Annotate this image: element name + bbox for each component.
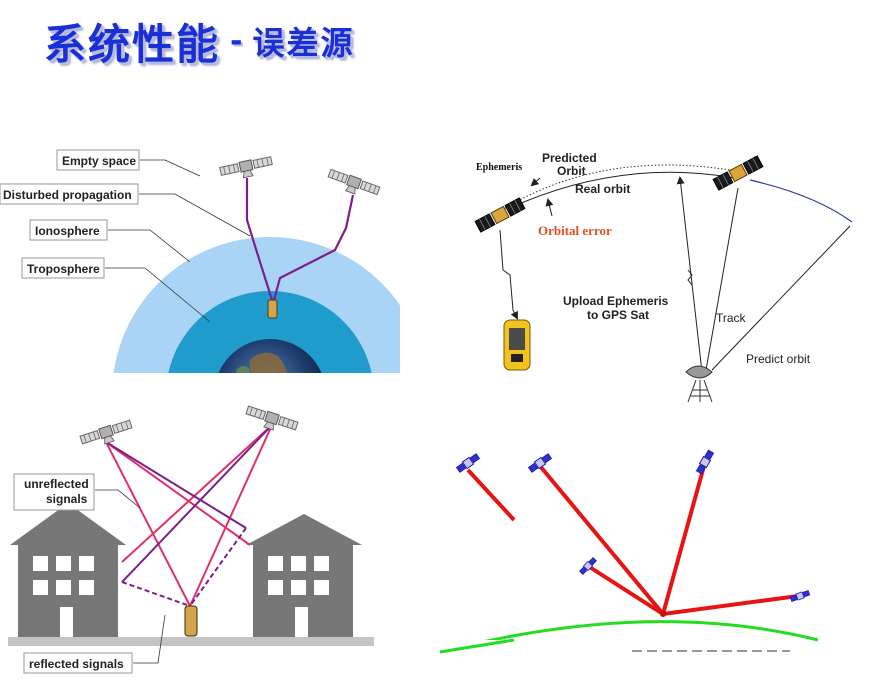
- ground-station-icon: [685, 365, 713, 403]
- label-unreflected-signals: unreflected signals: [13, 473, 141, 511]
- orbital-error-label: Orbital error: [538, 223, 612, 238]
- reflected-signal-purple: [105, 441, 247, 529]
- earth-surface-curve-left: [439, 638, 515, 654]
- downlink-signal: [499, 229, 518, 320]
- orbital-error-arrow: [545, 198, 554, 217]
- reflected-dashed-path: [189, 527, 247, 607]
- leader-line: [108, 229, 191, 263]
- predicted-orbit-path: [501, 164, 731, 211]
- upload-ephemeris-label-2: to GPS Sat: [587, 308, 649, 322]
- reflected-dashed-path: [121, 581, 191, 607]
- ionosphere-layer: [113, 237, 400, 373]
- satellite-icon: [712, 155, 764, 191]
- satellite-ray: [538, 464, 665, 616]
- track-label: Track: [716, 311, 747, 325]
- satellite-icon: [789, 589, 811, 603]
- title-sub: 误差源: [252, 24, 355, 62]
- label-reflected-signals: reflected signals: [23, 614, 166, 674]
- panel-orbit: Ephemeris Predicted Orbit Real orbit Orb…: [474, 151, 853, 403]
- upload-ephemeris-line: [676, 176, 703, 373]
- predicted-orbit-label-2: Orbit: [557, 164, 586, 178]
- satellite-icon: [243, 404, 299, 437]
- real-orbit-label: Real orbit: [575, 182, 630, 196]
- real-orbit-continuation: [749, 179, 853, 223]
- gps-receiver-icon: [184, 605, 198, 637]
- reflected-signal-purple: [121, 424, 273, 583]
- building-left-icon: [10, 503, 126, 637]
- label-ionosphere: Ionosphere: [29, 219, 191, 263]
- satellite-icon: [527, 452, 553, 474]
- direct-signal-pink: [189, 424, 273, 607]
- label-ionosphere-text: Ionosphere: [35, 224, 100, 238]
- page-title: 系统性能 - 误差源: [44, 10, 354, 72]
- track-line: [705, 187, 739, 371]
- leader-line: [133, 614, 166, 664]
- title-main: 系统性能: [44, 19, 221, 69]
- satellite-ray: [586, 564, 665, 616]
- direct-signal-pink: [105, 441, 191, 607]
- label-troposphere-text: Troposphere: [27, 262, 100, 276]
- reflected-signal-pink: [105, 441, 251, 546]
- ephemeris-label: Ephemeris: [476, 162, 522, 173]
- label-empty-space: Empty space: [56, 149, 201, 177]
- receiver-point: [660, 611, 666, 617]
- unreflected-label-1: unreflected: [24, 477, 89, 491]
- gps-receiver-icon: [267, 299, 278, 319]
- earth-landmass-small: [236, 366, 250, 373]
- unreflected-label-2: signals: [46, 492, 88, 506]
- label-disturbed-propagation-text: Disturbed propagation: [3, 188, 132, 202]
- signal-path-right: [272, 194, 355, 301]
- label-empty-space-text: Empty space: [62, 154, 136, 168]
- panel-geometry: [438, 449, 819, 656]
- upload-ephemeris-label-1: Upload Ephemeris: [563, 294, 669, 308]
- signal-path-left: [245, 178, 274, 301]
- predict-orbit-line: [711, 225, 851, 371]
- panel-atmosphere: Empty space Disturbed propagation Ionosp…: [0, 149, 400, 373]
- reflected-label: reflected signals: [29, 657, 124, 671]
- earth-landmass: [249, 352, 287, 373]
- handheld-gps-icon: [503, 319, 531, 371]
- predicted-orbit-arrow: [530, 177, 541, 187]
- reflected-signal-pink: [121, 424, 273, 563]
- predict-orbit-label: Predict orbit: [746, 352, 811, 366]
- earth-surface-curve: [439, 620, 819, 654]
- satellite-ray: [662, 594, 799, 616]
- troposphere-layer: [168, 291, 372, 373]
- leader-line: [95, 489, 141, 509]
- panel-multipath: unreflected signals reflected signals: [8, 404, 374, 674]
- satellite-ray: [661, 465, 706, 615]
- leader-line: [105, 267, 211, 323]
- satellite-ray: [466, 468, 516, 522]
- satellite-icon: [695, 449, 715, 475]
- predicted-orbit-label-1: Predicted: [542, 151, 597, 165]
- leader-line: [139, 193, 251, 237]
- ground-strip: [8, 637, 374, 646]
- building-right-icon: [246, 514, 362, 637]
- satellite-icon: [474, 197, 526, 233]
- label-troposphere: Troposphere: [21, 257, 211, 323]
- label-disturbed-propagation: Disturbed propagation: [0, 183, 251, 237]
- signal-zigzag: [687, 269, 693, 286]
- leader-line: [140, 159, 201, 177]
- title-separator: -: [230, 23, 243, 59]
- real-orbit-path: [509, 171, 736, 209]
